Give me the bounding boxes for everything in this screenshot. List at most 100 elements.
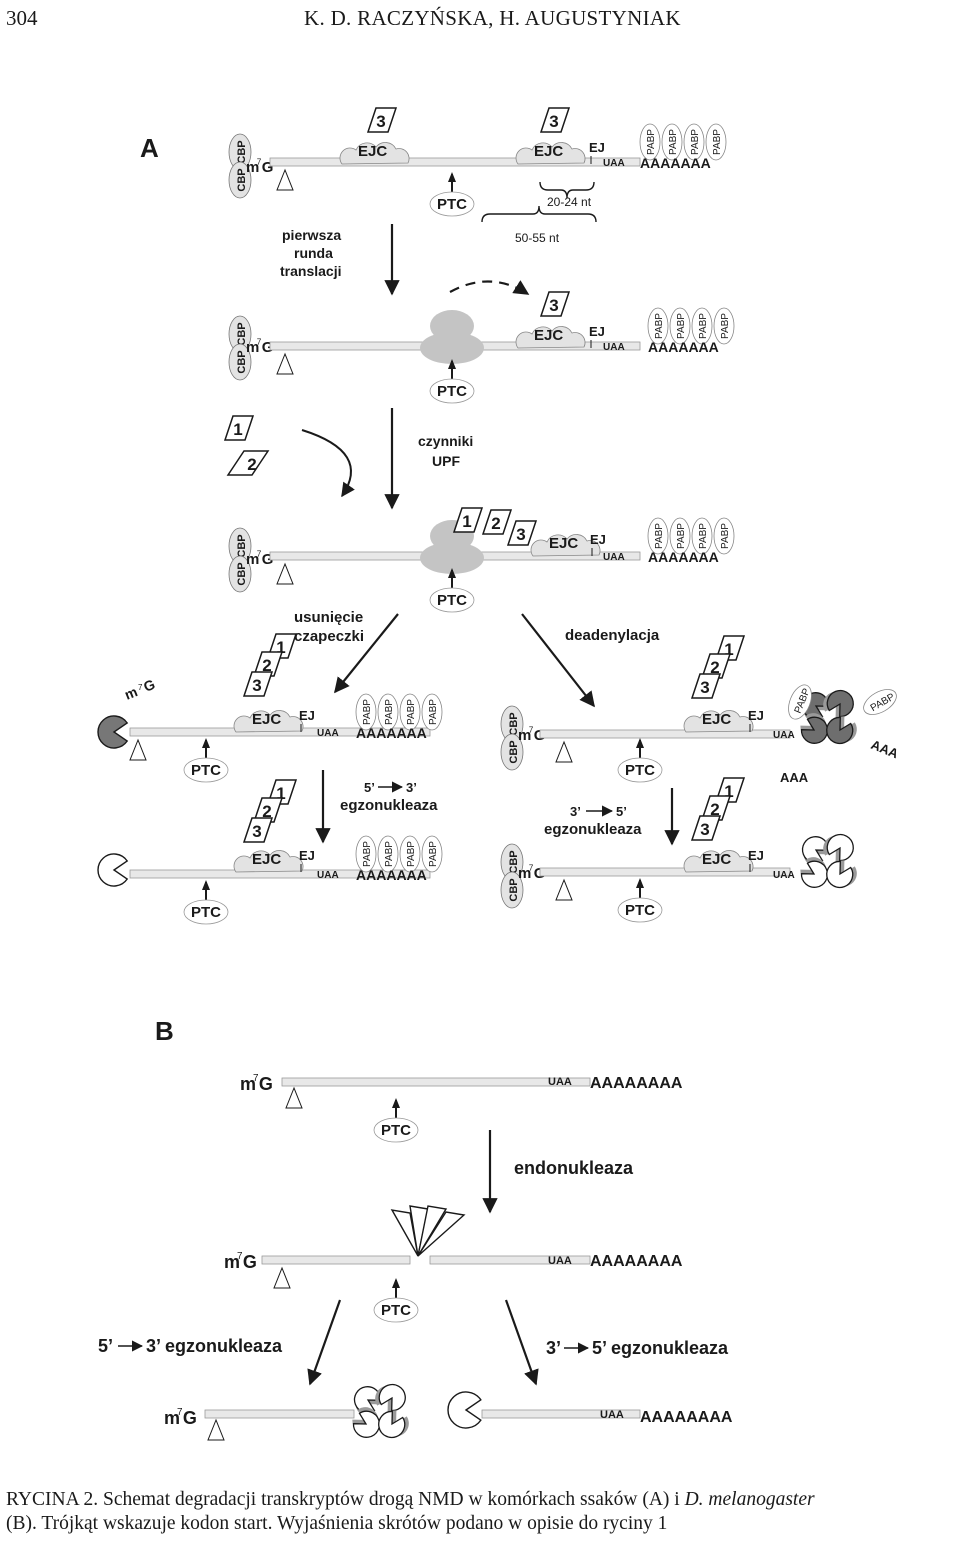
page-number: 304: [6, 6, 38, 30]
cbp-label: CBP: [236, 140, 248, 163]
start-codon-triangle: [129, 738, 147, 761]
ejc-label: EJC: [702, 851, 731, 868]
cap-m7g-label: m: [518, 865, 531, 882]
annot-exo35-5: 5’: [616, 804, 627, 819]
upf3-box: [506, 520, 538, 546]
cbp-ellipse: [228, 555, 252, 593]
pabp-displaced: [863, 689, 897, 715]
cbp-ellipse: [500, 733, 524, 771]
annot-decapping-1: usunięcie: [294, 609, 363, 626]
pabp-oval: [647, 307, 669, 345]
ejc-cloud: [530, 534, 601, 557]
pabp-oval: [669, 517, 691, 555]
upf3-box: [690, 815, 722, 841]
ptc-arrowhead: [448, 172, 456, 182]
ptc-label: PTC: [437, 383, 467, 400]
pabp-oval: [705, 123, 727, 161]
upf2-box: [481, 509, 513, 535]
pabp-label: PABP: [646, 129, 657, 155]
ejc-label: EJC: [549, 535, 578, 552]
ejc-label: EJC: [534, 327, 563, 344]
cap-superscript: 7: [257, 338, 262, 347]
exosome-subunit: [826, 716, 857, 745]
start-codon-triangle: [285, 1086, 303, 1109]
number-label: 1: [276, 638, 285, 657]
exosome-subunit: [800, 713, 829, 744]
upf3-box: [366, 107, 398, 133]
cbp-label: CBP: [236, 534, 248, 557]
ejc-cloud: [515, 326, 586, 349]
cap-g-label: G: [243, 1252, 257, 1272]
pabp-label: PABP: [428, 699, 439, 725]
panel-a-label: A: [140, 133, 159, 163]
upf1-box: [452, 507, 484, 533]
pabp-label: PABP: [406, 699, 417, 725]
pabp-label: PABP: [362, 841, 373, 867]
cap-g-label: G: [262, 339, 274, 356]
mrna-row1: [269, 157, 641, 167]
ptc-arrowhead: [392, 1098, 400, 1108]
cap-m7g-label: m: [164, 1408, 180, 1428]
cbp-label: CBP: [236, 562, 248, 585]
pabp-label: PABP: [428, 841, 439, 867]
caption-species: D. melanogaster: [684, 1489, 815, 1510]
pabp-oval: [639, 123, 661, 161]
poly-a-tail: AAAAAAA: [356, 725, 427, 741]
number-label: 1: [462, 512, 471, 531]
stop-codon-uaa: UAA: [317, 728, 339, 739]
ejc-cloud: [683, 710, 754, 733]
number-label: 2: [710, 658, 719, 677]
number-label: 2: [710, 800, 719, 819]
annot-first-round-3: translacji: [280, 263, 341, 279]
pabp-oval: [683, 123, 705, 161]
ptc-label: PTC: [191, 904, 221, 921]
ejc-cloud: [233, 850, 304, 873]
annot-b-exo53: 3’ egzonukleaza: [146, 1336, 283, 1356]
cbp-label: CBP: [236, 322, 248, 345]
annot-deadenylation: deadenylacja: [565, 627, 660, 644]
ej-label: EJ: [590, 532, 606, 547]
pabp-label: PABP: [676, 313, 687, 339]
pabp-oval: [399, 835, 421, 873]
start-codon-triangle: [276, 168, 294, 191]
poly-a-tail-b: AAAAAAAA: [590, 1253, 683, 1270]
cap-superscript: 7: [177, 1407, 183, 1418]
arrow-b-53: [307, 1299, 342, 1386]
number-label: 3: [376, 112, 385, 131]
ptc-row1: [429, 191, 475, 217]
start-codon-triangle: [276, 562, 294, 585]
ej-label: EJ: [589, 140, 605, 155]
pabp-displaced: [788, 684, 812, 720]
exosome-shape: [826, 860, 854, 889]
cap-m7g-label: m: [246, 551, 259, 568]
cap-g-label: G: [141, 676, 157, 695]
ptc-b2: [373, 1297, 419, 1323]
ptc-arrowhead: [202, 880, 210, 890]
exosome-shape: [800, 716, 829, 744]
stop-codon-uaa: UAA: [773, 730, 795, 741]
pabp-label: PABP: [676, 523, 687, 549]
cbp-label: CBP: [236, 168, 248, 191]
exosome-subunit: [378, 1410, 409, 1439]
pabp-oval: [355, 693, 377, 731]
pabp-label: PABP: [720, 523, 731, 549]
ptc-label: PTC: [625, 902, 655, 919]
upf3-box: [242, 671, 274, 697]
pabp-label: PABP: [654, 313, 665, 339]
mrna-b-5fragment: [261, 1255, 411, 1265]
number-label: 3: [700, 678, 709, 697]
stop-codon-uaa: UAA: [773, 870, 795, 881]
ej-label: EJ: [748, 708, 764, 723]
ptc-left2: [183, 899, 229, 925]
mrna-3prime-degrading: [539, 867, 791, 877]
pabp-oval: [669, 307, 691, 345]
cap-g-label: G: [183, 1408, 197, 1428]
exosome-shape: [826, 833, 854, 862]
endonuclease-cleavage-symbol: [417, 1205, 448, 1257]
ptc-row2: [429, 378, 475, 404]
cap-g-label: G: [534, 727, 546, 744]
ptc-right2: [617, 897, 663, 923]
start-codon-triangle: [276, 352, 294, 375]
pabp-label: PABP: [720, 313, 731, 339]
